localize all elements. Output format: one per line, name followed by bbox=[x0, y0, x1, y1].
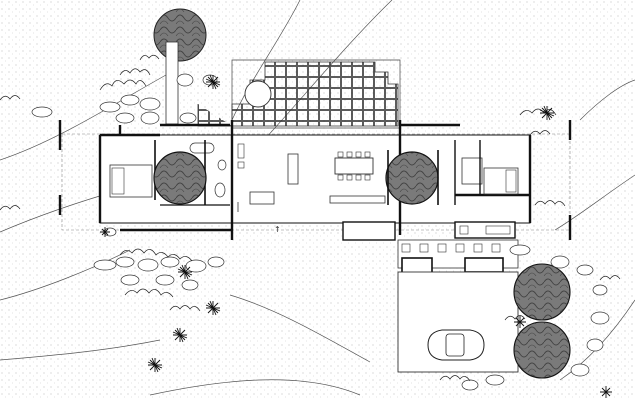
courtyard-tree-right bbox=[385, 150, 439, 205]
starburst-plants bbox=[100, 74, 612, 398]
tree-bottom-right-upper bbox=[513, 263, 571, 321]
stepping-stones-right bbox=[461, 244, 610, 391]
entry-path bbox=[165, 41, 179, 125]
car bbox=[427, 329, 485, 361]
shrubs-top-left bbox=[99, 54, 160, 91]
service-wing bbox=[342, 221, 516, 241]
bedroom-left bbox=[109, 140, 230, 206]
north-arrow: ↑ bbox=[274, 225, 281, 234]
living-dining bbox=[237, 143, 386, 212]
courtyard-tree-left bbox=[153, 151, 207, 205]
main-house bbox=[58, 120, 572, 241]
deck-boundary bbox=[61, 133, 571, 231]
bedroom-right bbox=[454, 140, 519, 205]
stepping-stones-left bbox=[31, 73, 218, 125]
stepping-stones-bottom-left bbox=[93, 227, 225, 291]
shrubs bbox=[0, 95, 621, 382]
tree-bottom-right-lower bbox=[513, 321, 571, 379]
tree-top-left bbox=[153, 8, 207, 62]
